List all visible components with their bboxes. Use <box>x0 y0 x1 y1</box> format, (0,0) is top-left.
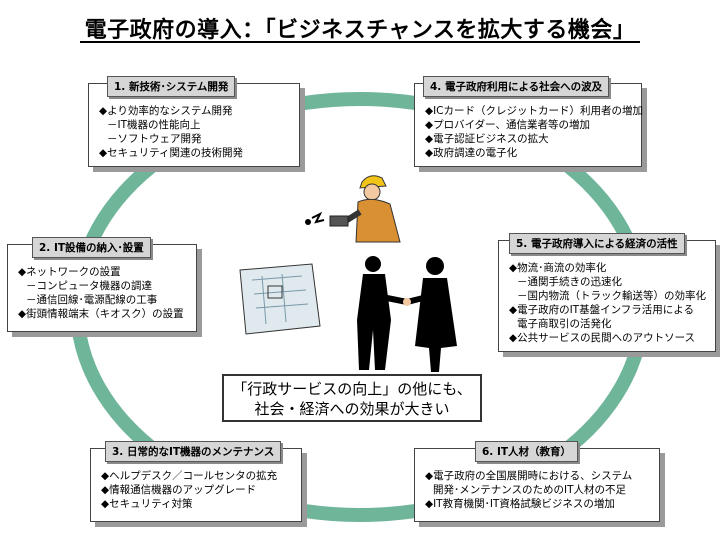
box-line: －ソフトウェア開発 <box>107 133 202 145</box>
box-line: ◆情報通信機器のアップグレード <box>101 484 257 496</box>
center-note: 「行政サービスの向上」の他にも、 社会・経済への効果が大きい <box>222 374 482 422</box>
page-title: 電子政府の導入：「ビジネスチャンスを拡大する機会」 <box>84 17 636 43</box>
box-line: ◆セキュリティ関連の技術開発 <box>99 147 243 159</box>
box-header: 3. 日常的なIT機器のメンテナンス <box>105 441 282 462</box>
blueprint-illustration <box>239 263 321 335</box>
box-line: ◆物流･商流の効率化 <box>509 262 607 274</box>
box-line: ◆IT教育機関･IT資格試験ビジネスの増加 <box>425 498 615 510</box>
box-line: －コンピュータ機器の調達 <box>26 280 152 292</box>
box-header: 6. IT人材（教育） <box>475 441 579 462</box>
box-line: －国内物流（トラック輸送等）の効率化 <box>517 290 706 302</box>
box-header: 5. 電子政府導入による経済の活性 <box>509 233 685 254</box>
box-line: ◆電子認証ビジネスの拡大 <box>425 133 549 145</box>
box-header: 2. IT設備の納入･設置 <box>32 237 151 258</box>
box-line: ◆ネットワークの設置 <box>18 266 121 278</box>
box-social-impact: 4. 電子政府利用による社会への波及 ◆ICカード（クレジットカード）利用者の増… <box>414 76 644 167</box>
box-line: 開発･メンテナンスのためのIT人材の不足 <box>433 484 627 496</box>
box-line: ◆プロバイダー、通信業者等の増加 <box>425 119 591 131</box>
box-line: －通信回線･電源配線の工事 <box>26 294 158 306</box>
box-line: ◆街頭情報端末（キオスク）の設置 <box>18 308 184 320</box>
box-line: ◆電子政府の全国展開時における、システム <box>425 470 633 482</box>
box-line: ◆より効率的なシステム開発 <box>99 105 233 117</box>
worker-illustration <box>305 175 401 243</box>
box-line: ◆ヘルプデスク／コールセンタの拡充 <box>101 470 278 482</box>
box-line: 電子商取引の活発化 <box>517 318 612 330</box>
box-line: ◆ICカード（クレジットカード）利用者の増加 <box>425 105 644 117</box>
box-line: －通関手続きの迅速化 <box>517 276 622 288</box>
box-line: ◆公共サービスの民間へのアウトソース <box>509 332 696 344</box>
box-economic-activation: 5. 電子政府導入による経済の活性 ◆物流･商流の効率化 －通関手続きの迅速化 … <box>498 233 716 352</box>
box-line: ◆電子政府のIT基盤インフラ活用による <box>509 304 694 316</box>
box-new-technology: 1. 新技術･システム開発 ◆より効率的なシステム開発 －IT機器の性能向上 －… <box>88 76 300 167</box>
box-line: ◆政府調達の電子化 <box>425 147 518 159</box>
center-note-line: 「行政サービスの向上」の他にも、 <box>232 380 472 398</box>
box-line: －IT機器の性能向上 <box>107 119 201 131</box>
title-underline <box>80 41 640 43</box>
handshake-illustration <box>357 256 457 372</box>
box-maintenance: 3. 日常的なIT機器のメンテナンス ◆ヘルプデスク／コールセンタの拡充 ◆情報… <box>90 441 302 522</box>
box-it-equipment: 2. IT設備の納入･設置 ◆ネットワークの設置 －コンピュータ機器の調達 －通… <box>7 237 197 332</box>
box-it-personnel: 6. IT人材（教育） ◆電子政府の全国展開時における、システム 開発･メンテナ… <box>414 441 660 522</box>
box-header: 4. 電子政府利用による社会への波及 <box>423 76 610 97</box>
box-line: ◆セキュリティ対策 <box>101 498 193 510</box>
box-header: 1. 新技術･システム開発 <box>107 76 236 97</box>
center-note-line: 社会・経済への効果が大きい <box>254 400 450 418</box>
